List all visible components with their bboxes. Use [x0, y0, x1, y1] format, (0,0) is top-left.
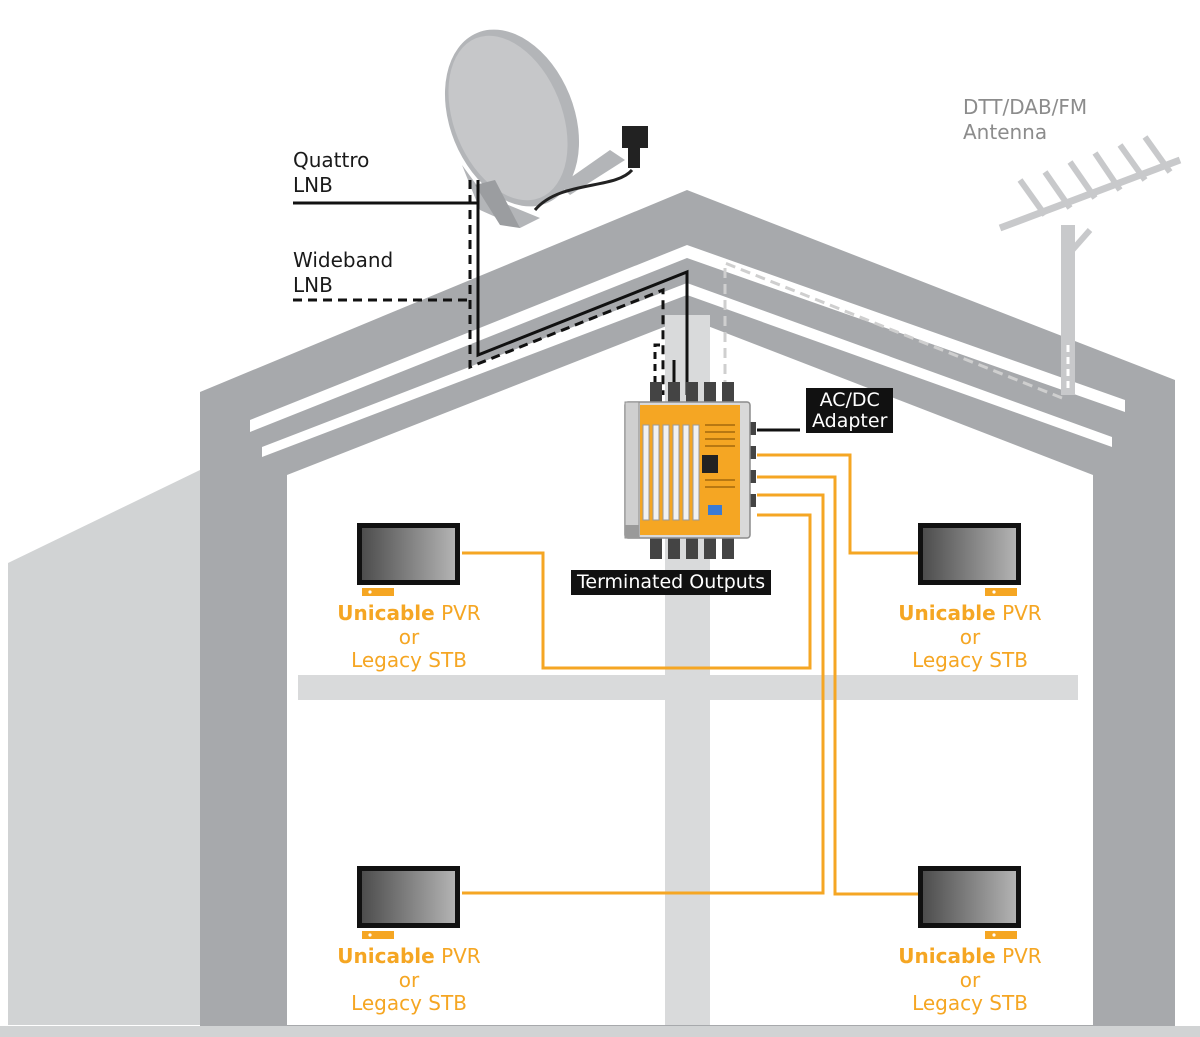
- device-brand: Unicable: [898, 601, 996, 625]
- terminated-outputs-label: Terminated Outputs: [571, 570, 772, 595]
- device-line3: Legacy STB: [912, 991, 1028, 1016]
- wideband-lnb-line1: Wideband: [293, 248, 394, 272]
- device-type: PVR: [441, 944, 481, 968]
- ground-strip: [0, 1026, 1200, 1037]
- multiswitch-icon: [624, 382, 756, 559]
- device-line3: Legacy STB: [912, 648, 1028, 673]
- device-label-top-left: Unicable PVR or Legacy STB: [329, 601, 489, 673]
- device-brand: Unicable: [898, 944, 996, 968]
- device-line1: Unicable PVR: [329, 601, 489, 626]
- device-label-bottom-left: Unicable PVR or Legacy STB: [329, 944, 489, 1016]
- antenna-cable: [723, 260, 1063, 400]
- tv-icon: [357, 866, 460, 939]
- device-line3: Legacy STB: [351, 648, 467, 673]
- acdc-line2: Adapter: [812, 409, 888, 432]
- acdc-adapter-label: AC/DC Adapter: [806, 388, 894, 434]
- background-building: [8, 470, 200, 1025]
- device-line1: Unicable PVR: [329, 944, 489, 969]
- quattro-lnb-line2: LNB: [293, 173, 333, 197]
- quattro-lnb-line1: Quattro: [293, 148, 370, 172]
- device-type: PVR: [441, 601, 481, 625]
- tv-icon: [357, 523, 460, 596]
- acdc-line1: AC/DC: [819, 389, 880, 411]
- quattro-lnb-label: Quattro LNB: [293, 148, 369, 198]
- satellite-dish-icon: [444, 29, 648, 228]
- antenna-label: DTT/DAB/FM Antenna: [963, 95, 1087, 145]
- distribution-cables: [462, 453, 918, 896]
- device-line2: or: [398, 624, 420, 649]
- wideband-lnb-line2: LNB: [293, 273, 333, 297]
- antenna-line1: DTT/DAB/FM: [963, 95, 1088, 119]
- roof-rafter-stripe: [250, 245, 1125, 432]
- device-label-bottom-right: Unicable PVR or Legacy STB: [890, 944, 1050, 1016]
- device-type: PVR: [1002, 944, 1042, 968]
- device-line1: Unicable PVR: [890, 601, 1050, 626]
- device-line2: or: [959, 967, 981, 992]
- device-brand: Unicable: [337, 944, 435, 968]
- tv-icon: [918, 866, 1021, 939]
- wideband-lnb-label: Wideband LNB: [293, 248, 393, 298]
- device-line3: Legacy STB: [351, 991, 467, 1016]
- device-label-top-right: Unicable PVR or Legacy STB: [890, 601, 1050, 673]
- house-frame: [200, 190, 1175, 1037]
- device-brand: Unicable: [337, 601, 435, 625]
- antenna-line2: Antenna: [963, 120, 1048, 144]
- tv-icon: [918, 523, 1021, 596]
- device-type: PVR: [1002, 601, 1042, 625]
- device-line2: or: [959, 624, 981, 649]
- device-line2: or: [398, 967, 420, 992]
- yagi-antenna-icon: [998, 135, 1182, 395]
- device-line1: Unicable PVR: [890, 944, 1050, 969]
